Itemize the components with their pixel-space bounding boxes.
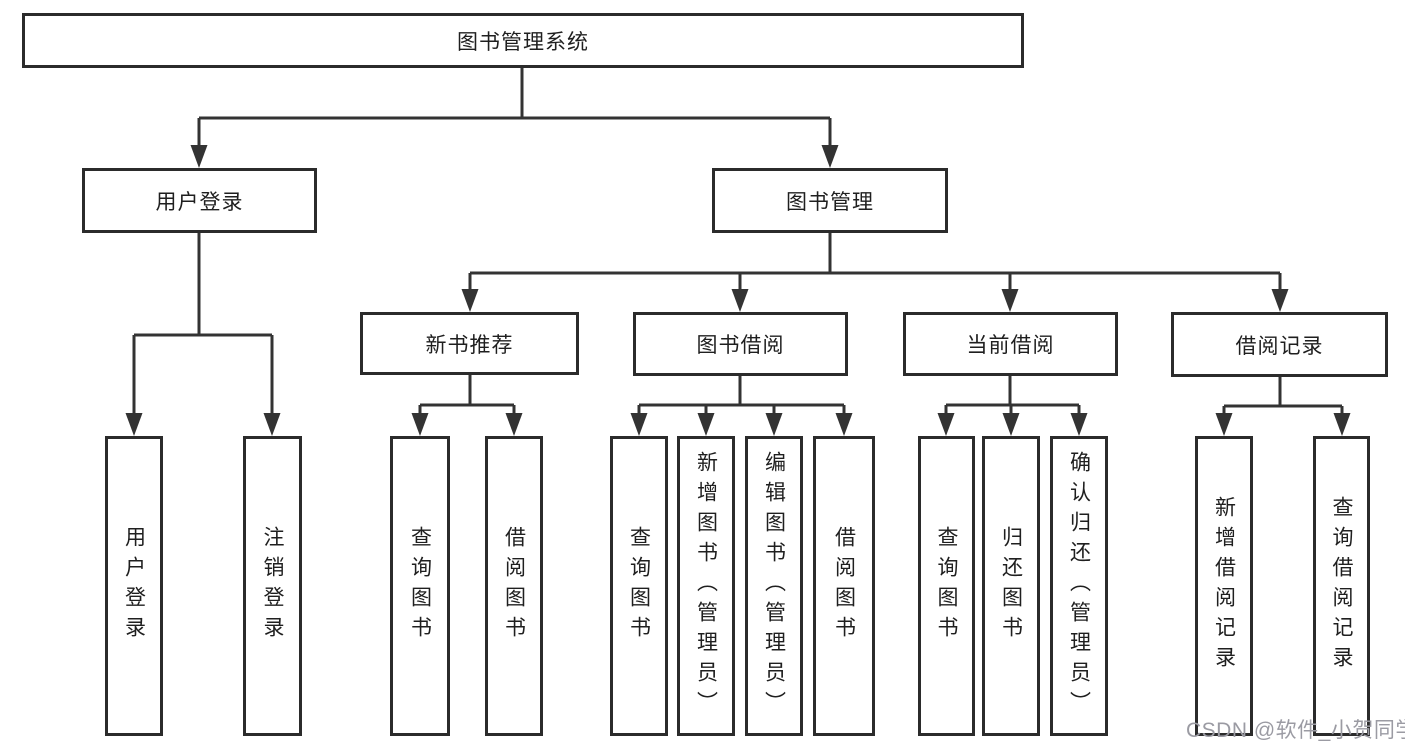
node-label: 查询图书 [935, 526, 958, 646]
leaf-query-borrow-record: 查询借阅记录 [1313, 436, 1370, 736]
node-label: 借阅图书 [832, 526, 856, 646]
node-user-login: 用户登录 [82, 168, 317, 233]
node-label: 图书借阅 [696, 334, 785, 357]
node-book-borrowing: 图书借阅 [633, 312, 848, 376]
node-label: 新增借阅记录 [1212, 496, 1236, 676]
node-label: 查询图书 [408, 526, 432, 646]
node-book-management: 图书管理 [712, 168, 948, 233]
leaf-borrow-books-borrow: 借阅图书 [813, 436, 875, 736]
node-label: 新书推荐 [425, 333, 514, 357]
node-label: 确认归还（管理员） [1067, 451, 1091, 721]
node-label: 编辑图书（管理员） [762, 451, 786, 721]
node-label: 注销登录 [261, 526, 284, 646]
leaf-edit-books-admin: 编辑图书（管理员） [745, 436, 803, 736]
node-label: 用户登录 [122, 526, 146, 646]
leaf-return-books: 归还图书 [982, 436, 1040, 736]
leaf-query-books-current: 查询图书 [918, 436, 975, 736]
node-label: 借阅图书 [502, 526, 526, 646]
leaf-user-login: 用户登录 [105, 436, 163, 736]
node-label: 查询图书 [627, 526, 651, 646]
node-current-borrowing: 当前借阅 [903, 312, 1118, 376]
node-label: 当前借阅 [966, 334, 1055, 357]
node-label: 用户登录 [155, 190, 244, 214]
node-borrowing-records: 借阅记录 [1171, 312, 1388, 377]
leaf-logout: 注销登录 [243, 436, 302, 736]
node-new-book-recommendation: 新书推荐 [360, 312, 579, 375]
watermark: CSDN @软件_小贺同学 [1186, 719, 1405, 742]
node-label: 图书管理 [786, 190, 874, 214]
arrowheads [125, 145, 1351, 436]
leaf-confirm-return-admin: 确认归还（管理员） [1050, 436, 1108, 736]
node-root: 图书管理系统 [22, 13, 1024, 68]
leaf-query-books-borrow: 查询图书 [610, 436, 668, 736]
leaf-borrow-books-recommend: 借阅图书 [485, 436, 543, 736]
node-label: 借阅记录 [1235, 334, 1324, 358]
node-label: 新增图书（管理员） [694, 451, 718, 721]
leaf-query-books-recommend: 查询图书 [390, 436, 450, 736]
leaf-add-books-admin: 新增图书（管理员） [677, 436, 735, 736]
node-label: 图书管理系统 [457, 30, 589, 54]
node-label: 查询借阅记录 [1330, 496, 1353, 676]
leaf-add-borrow-record: 新增借阅记录 [1195, 436, 1253, 736]
node-label: 归还图书 [999, 526, 1023, 646]
